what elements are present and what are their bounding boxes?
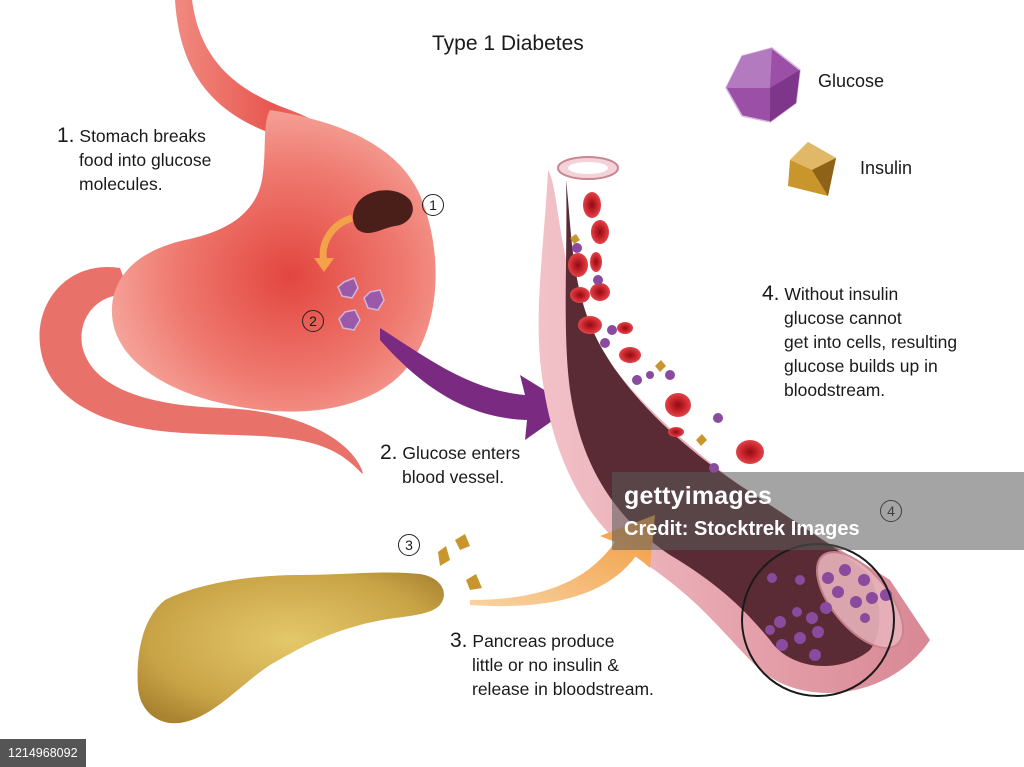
step-3-line-3: release in bloodstream.	[472, 679, 654, 699]
pancreas	[137, 572, 444, 724]
red-blood-cells	[568, 192, 764, 464]
blood-vessel	[538, 156, 930, 697]
diagram-title: Type 1 Diabetes	[432, 32, 584, 55]
step-3-label: 3. Pancreas produce little or no insulin…	[450, 629, 654, 701]
glucose-transfer-arrow	[380, 328, 572, 440]
legend-insulin-label: Insulin	[860, 158, 913, 178]
step-4-line-5: bloodstream.	[784, 380, 886, 400]
step-3-number: 3.	[450, 629, 468, 652]
watermark-brand: gettyimages	[624, 482, 773, 510]
insulin-transfer-arrow	[470, 515, 655, 607]
step-1-line-2: food into glucose	[79, 150, 212, 170]
step-4-number: 4.	[762, 282, 780, 305]
vessel-glucose-group	[572, 243, 892, 661]
step-3-line-1: Pancreas produce	[472, 631, 615, 651]
marker-2: 2	[302, 310, 324, 332]
stomach	[111, 110, 436, 412]
step-3-line-2: little or no insulin &	[472, 655, 619, 675]
vessel-insulin-group	[570, 234, 707, 446]
step-1-number: 1.	[57, 124, 75, 147]
step-2-number: 2.	[380, 441, 398, 464]
image-number: 1214968092	[0, 739, 86, 767]
legend-glucose-label: Glucose	[818, 71, 885, 91]
step-4-line-1: Without insulin	[784, 284, 899, 304]
watermark-credit: Credit: Stocktrek Images	[624, 518, 860, 540]
step-4-label: 4. Without insulin glucose cannot get in…	[762, 282, 957, 402]
marker-3: 3	[398, 534, 420, 556]
insulin-molecule-icon	[788, 142, 836, 196]
pancreas-insulin-group	[438, 534, 482, 590]
intestine	[39, 266, 363, 474]
step-1-line-3: molecules.	[79, 174, 163, 194]
step-4-line-3: get into cells, resulting	[784, 332, 958, 352]
step-1-label: 1. Stomach breaks food into glucose mole…	[57, 124, 211, 196]
marker-1: 1	[422, 194, 444, 216]
food-chunk	[352, 190, 413, 234]
step-2-label: 2. Glucose enters blood vessel.	[380, 441, 520, 489]
step-2-line-1: Glucose enters	[402, 443, 521, 463]
step-2-line-2: blood vessel.	[402, 467, 505, 487]
step-4-line-2: glucose cannot	[784, 308, 902, 328]
glucose-molecule-icon	[725, 47, 801, 123]
step-1-line-1: Stomach breaks	[79, 126, 206, 146]
watermark-overlay	[612, 472, 1024, 550]
stomach-glucose-group	[337, 277, 385, 331]
step-4-line-4: glucose builds up in	[784, 356, 938, 376]
